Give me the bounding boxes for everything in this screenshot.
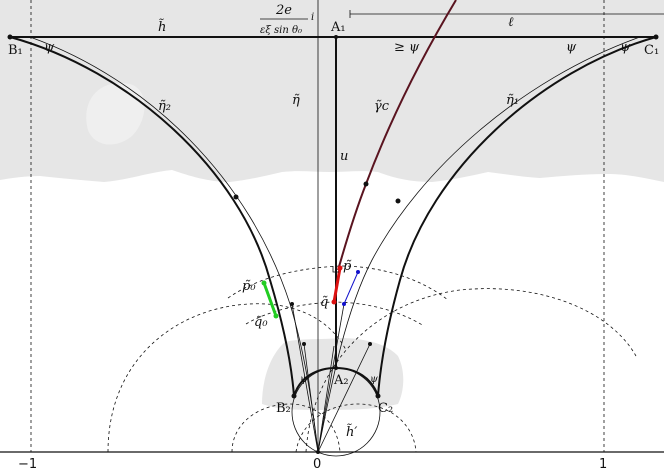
point-c1 bbox=[653, 34, 659, 40]
light-blob bbox=[86, 83, 145, 145]
label-gamma-c-tilde: γ̃c bbox=[374, 99, 390, 114]
label-p-tilde: p̃ bbox=[343, 259, 352, 274]
label-q-tilde: q̃ bbox=[320, 295, 328, 310]
thin-curve-left bbox=[29, 36, 319, 453]
point-blue-top bbox=[356, 270, 360, 274]
radial-line-far-right bbox=[317, 343, 371, 453]
shaded-region bbox=[0, 0, 664, 182]
thin-curve-right bbox=[317, 36, 641, 453]
point-b2 bbox=[291, 393, 297, 399]
tick-label-minus-one: −1 bbox=[18, 457, 37, 471]
blue-segment bbox=[343, 271, 359, 305]
point-q0 bbox=[273, 313, 279, 319]
label-b1: B₁ bbox=[8, 43, 23, 58]
tick-label-one: 1 bbox=[599, 457, 607, 471]
point-b1 bbox=[7, 34, 13, 40]
point-left-thin-2 bbox=[302, 342, 306, 346]
label-h-tilde: h̃ bbox=[158, 18, 166, 35]
eta1-curve bbox=[377, 36, 657, 397]
point-blue-bottom bbox=[342, 302, 346, 306]
point-c2 bbox=[375, 393, 381, 399]
label-a1: A₁ bbox=[330, 20, 346, 35]
dashed-arc-small-right bbox=[295, 403, 417, 453]
dashed-arc-upper bbox=[227, 265, 449, 301]
radial-line-right-1 bbox=[317, 303, 345, 453]
label-a2: A₂ bbox=[333, 373, 349, 388]
label-p0-tilde: p̃₀ bbox=[242, 279, 256, 294]
dashed-arc-right bbox=[305, 288, 637, 453]
label-psi-right-2: ψ bbox=[620, 40, 631, 55]
radial-line-right-2 bbox=[317, 345, 335, 453]
point-eta2-mark bbox=[233, 194, 239, 200]
label-ell: ℓ bbox=[508, 15, 514, 30]
label-c2: C₂ bbox=[378, 401, 393, 416]
label-eta-tilde: η̃ bbox=[292, 93, 300, 108]
eta2-curve bbox=[9, 36, 295, 397]
label-psi-right-1: ψ bbox=[566, 40, 577, 55]
green-segment bbox=[262, 282, 278, 317]
label-geq-psi: ≥ ψ bbox=[394, 40, 420, 55]
lower-shade bbox=[262, 338, 404, 410]
radial-line-left-2 bbox=[303, 343, 319, 453]
label-psi-left: ψ bbox=[44, 40, 55, 55]
point-origin bbox=[316, 450, 320, 454]
point-eta1-mark bbox=[395, 198, 401, 204]
tick-label-zero: 0 bbox=[313, 457, 321, 471]
point-right-thin bbox=[368, 342, 372, 346]
label-c1: C₁ bbox=[644, 43, 659, 58]
point-p0 bbox=[261, 280, 267, 286]
label-h-prime-tilde: h̃′ bbox=[346, 423, 357, 440]
label-psi-c2: ψ bbox=[370, 374, 378, 385]
right-angle-marker bbox=[332, 266, 339, 273]
label-eta1-tilde: η̃₁ bbox=[506, 93, 519, 108]
label-u: u bbox=[340, 149, 348, 164]
point-q bbox=[331, 299, 337, 305]
dashed-arc-mid bbox=[245, 301, 425, 327]
point-gamma-mark bbox=[363, 181, 369, 187]
point-a1 bbox=[334, 35, 338, 39]
label-eta2-tilde: η̃₂ bbox=[158, 99, 171, 114]
gamma-c-curve bbox=[337, 0, 457, 271]
red-segment bbox=[332, 267, 342, 303]
label-b2: B₂ bbox=[276, 401, 291, 416]
label-q0-tilde: q̃₀ bbox=[254, 315, 268, 330]
label-psi-b2: ψ bbox=[300, 374, 308, 385]
label-frac-den: εξ sin θ₀ bbox=[260, 25, 302, 36]
point-a2 bbox=[334, 366, 338, 370]
label-frac-num: 2e bbox=[275, 3, 292, 18]
dashed-arc-left bbox=[107, 303, 347, 453]
point-p bbox=[337, 265, 343, 271]
point-left-thin-1 bbox=[290, 302, 294, 306]
label-frac-i: i bbox=[311, 12, 314, 23]
